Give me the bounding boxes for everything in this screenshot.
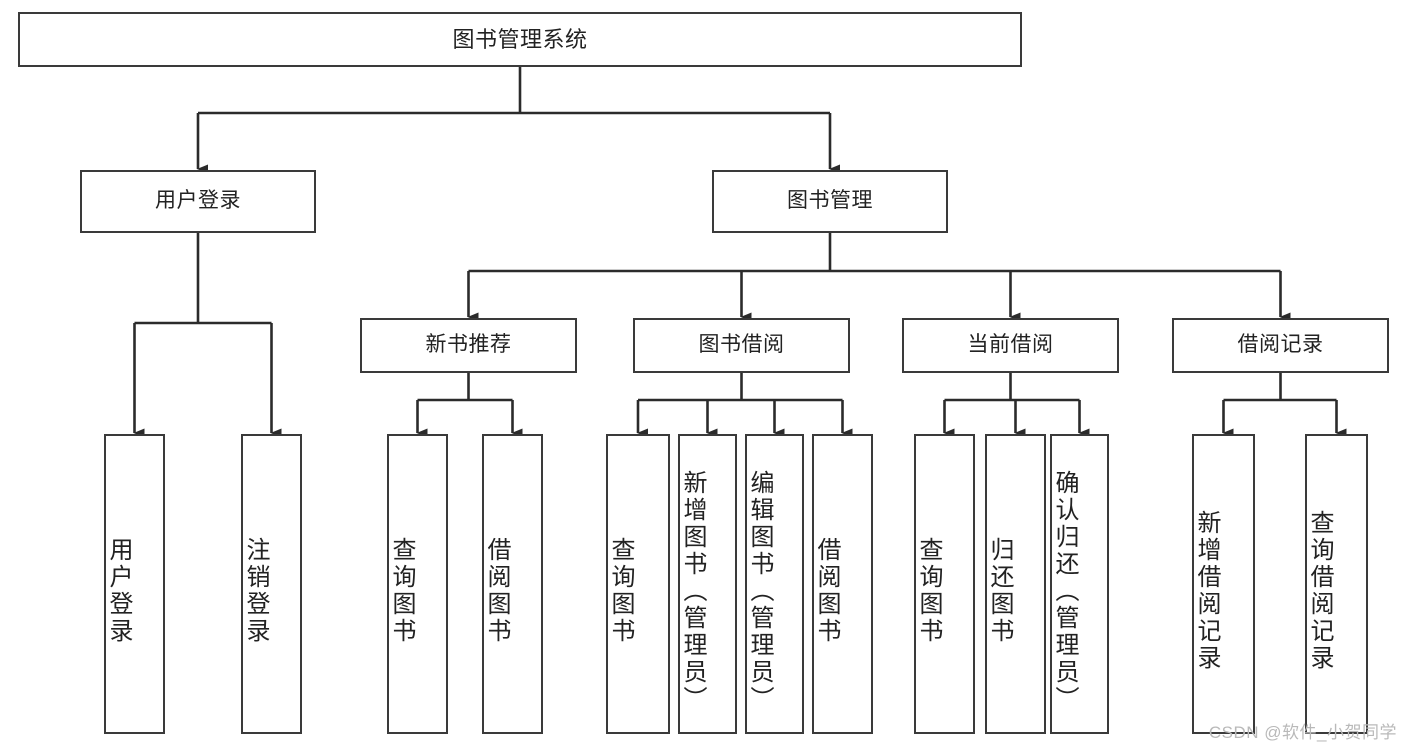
node-label-user-login: 用户登录 <box>155 189 241 213</box>
node-leaf-rec-query[interactable]: 查询图书 <box>387 434 448 734</box>
node-label-new-book-rec: 新书推荐 <box>425 333 512 357</box>
node-leaf-logout[interactable]: 注销登录 <box>241 434 302 734</box>
node-label-leaf-cl-confirm: 确认归还（管理员） <box>1051 469 1078 713</box>
node-label-leaf-cl-return: 归还图书 <box>986 537 1013 645</box>
node-label-loan-record: 借阅记录 <box>1237 333 1324 357</box>
node-leaf-lr-add[interactable]: 新增借阅记录 <box>1192 434 1255 734</box>
node-label-leaf-rec-borrow: 借阅图书 <box>483 537 510 645</box>
node-label-leaf-lr-add: 新增借阅记录 <box>1193 510 1220 672</box>
node-label-leaf-bb-edit: 编辑图书（管理员） <box>746 469 773 713</box>
node-label-leaf-lr-query: 查询借阅记录 <box>1306 510 1333 672</box>
node-book-borrow[interactable]: 图书借阅 <box>633 318 850 373</box>
node-leaf-lr-query[interactable]: 查询借阅记录 <box>1305 434 1368 734</box>
node-label-root: 图书管理系统 <box>452 26 588 52</box>
node-leaf-user-login[interactable]: 用户登录 <box>104 434 165 734</box>
node-leaf-rec-borrow[interactable]: 借阅图书 <box>482 434 543 734</box>
node-label-leaf-bb-add: 新增图书（管理员） <box>679 469 706 713</box>
node-leaf-cl-query[interactable]: 查询图书 <box>914 434 975 734</box>
node-current-loan[interactable]: 当前借阅 <box>902 318 1119 373</box>
node-leaf-bb-edit[interactable]: 编辑图书（管理员） <box>745 434 804 734</box>
node-root[interactable]: 图书管理系统 <box>18 12 1022 67</box>
node-label-leaf-bb-borrow: 借阅图书 <box>813 537 840 645</box>
node-loan-record[interactable]: 借阅记录 <box>1172 318 1389 373</box>
node-label-leaf-cl-query: 查询图书 <box>915 537 942 645</box>
node-label-leaf-bb-query: 查询图书 <box>607 537 634 645</box>
node-label-leaf-rec-query: 查询图书 <box>388 537 415 645</box>
node-leaf-bb-borrow[interactable]: 借阅图书 <box>812 434 873 734</box>
connector-group <box>133 67 1347 438</box>
node-label-leaf-logout: 注销登录 <box>242 537 269 645</box>
node-new-book-rec[interactable]: 新书推荐 <box>360 318 577 373</box>
node-leaf-cl-confirm[interactable]: 确认归还（管理员） <box>1050 434 1109 734</box>
node-leaf-cl-return[interactable]: 归还图书 <box>985 434 1046 734</box>
node-book-manage[interactable]: 图书管理 <box>712 170 948 233</box>
node-leaf-bb-query[interactable]: 查询图书 <box>606 434 670 734</box>
node-label-book-borrow: 图书借阅 <box>698 333 785 357</box>
node-label-leaf-user-login: 用户登录 <box>105 537 132 645</box>
node-label-current-loan: 当前借阅 <box>967 333 1054 357</box>
node-label-book-manage: 图书管理 <box>787 189 873 213</box>
node-user-login[interactable]: 用户登录 <box>80 170 316 233</box>
node-leaf-bb-add[interactable]: 新增图书（管理员） <box>678 434 737 734</box>
